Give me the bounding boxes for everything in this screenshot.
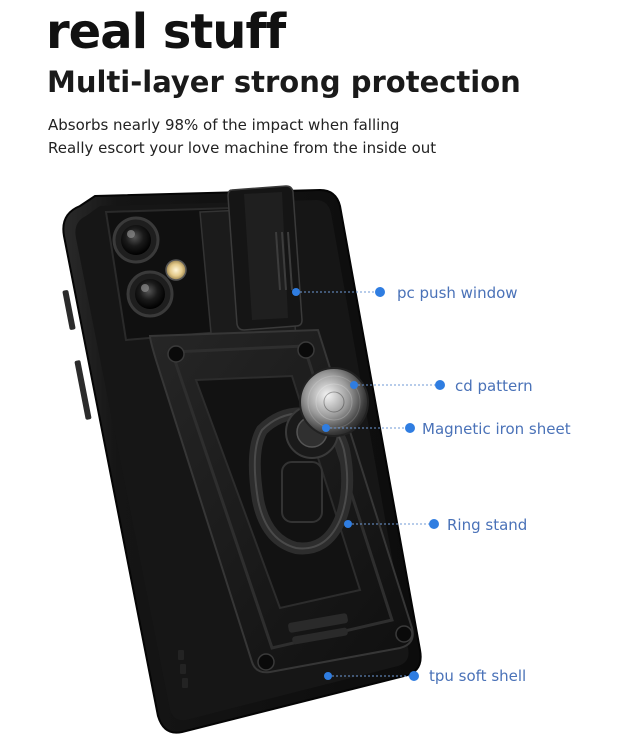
headline-subtitle: Multi-layer strong protection — [47, 65, 521, 99]
callout-magnetic-iron-sheet — [322, 423, 415, 433]
label-cd-pattern: cd pattern — [455, 377, 533, 395]
callout-cd-pattern — [350, 380, 445, 390]
description-line-2: Really escort your love machine from the… — [48, 139, 437, 157]
label-ring-stand: Ring stand — [447, 516, 528, 534]
description-line-1: Absorbs nearly 98% of the impact when fa… — [48, 116, 400, 134]
label-magnetic-iron-sheet: Magnetic iron sheet — [422, 420, 571, 438]
cd-pattern-disc — [299, 367, 369, 437]
callout-pc-push-window — [292, 287, 385, 297]
headline-title: real stuff — [46, 4, 286, 60]
description-block: Absorbs nearly 98% of the impact when fa… — [48, 114, 436, 160]
callout-ring-stand — [344, 519, 439, 529]
callout-tpu-soft-shell — [324, 671, 419, 681]
pc-push-window — [199, 185, 303, 345]
label-pc-push-window: pc push window — [397, 284, 518, 302]
label-tpu-soft-shell: tpu soft shell — [429, 667, 527, 685]
